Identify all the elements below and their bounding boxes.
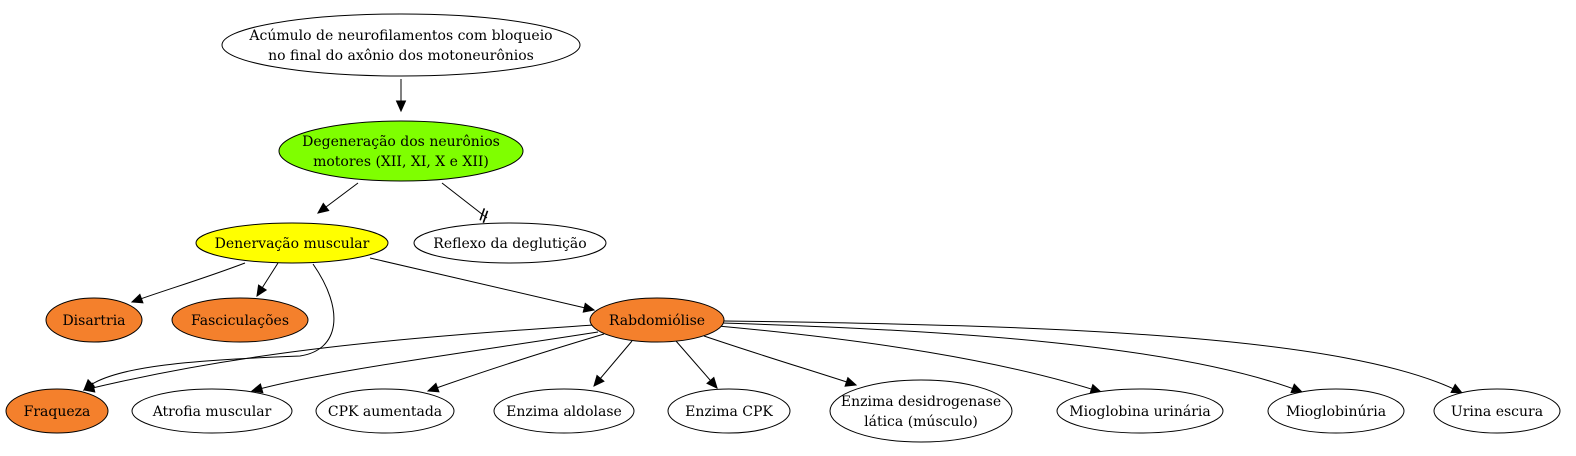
node-aldolase-ellipse: [493, 388, 635, 434]
edge-denervacao-to-rabdomiolise-arrowhead: [582, 302, 596, 313]
node-cpk-label-line-1: Enzima CPK: [685, 404, 773, 420]
node-fasciculacoes-label-line-1: Fasciculações: [191, 313, 289, 329]
node-desidrogenase-label-line-1: Enzima desidrogenase: [841, 394, 1001, 410]
node-disartria-label-line-1: Disartria: [62, 313, 125, 329]
edge-degeneracao-to-reflexo-line: [441, 182, 488, 219]
node-mioglobinuria: Mioglobinúria: [1267, 388, 1405, 434]
node-desidrogenase: Enzima desidrogenase lática (músculo): [829, 379, 1013, 443]
edge-rabdomiolise-to-mioglobinuria-line: [721, 322, 1303, 393]
node-aldolase: Enzima aldolase: [493, 388, 635, 434]
edge-rabdomiolise-to-mioglobinuria-arrowhead: [1290, 383, 1304, 394]
node-urina-escura-ellipse: [1433, 388, 1561, 434]
node-mioglobinuria-ellipse: [1267, 388, 1405, 434]
node-fraqueza: Fraqueza: [5, 388, 109, 434]
edge-rabdomiolise-to-aldolase-arrowhead: [593, 374, 605, 387]
edge-rabdomiolise-to-fraqueza-line: [83, 324, 595, 391]
node-rabdomiolise-ellipse: [589, 297, 725, 343]
edge-denervacao-to-rabdomiolise: [369, 257, 596, 313]
node-urina-escura-label-line-1: Urina escura: [1451, 404, 1543, 420]
node-cpk-ellipse: [667, 388, 791, 434]
node-atrofia-ellipse: [131, 388, 293, 434]
edge-rabdomiolise-to-urina-escura-arrowhead: [1450, 383, 1464, 394]
node-acumulo-label-line-1: Acúmulo de neurofilamentos com bloqueio: [248, 28, 552, 44]
node-acumulo-ellipse: [221, 13, 581, 77]
edge-denervacao-to-disartria-arrowhead: [130, 293, 144, 304]
edge-rabdomiolise-to-cpk-aumentada-arrowhead: [426, 382, 440, 393]
edge-rabdomiolise-to-fraqueza-arrowhead: [82, 382, 96, 393]
node-mioglobina-urinaria-label-line-1: Mioglobina urinária: [1069, 404, 1210, 420]
edge-denervacao-to-rabdomiolise-line: [369, 257, 595, 311]
node-disartria-ellipse: [45, 297, 143, 343]
node-atrofia-label-line-1: Atrofia muscular: [152, 404, 272, 420]
edge-rabdomiolise-to-mioglobina-urinaria-line: [717, 325, 1102, 393]
node-cpk-aumentada-label-line-1: CPK aumentada: [328, 404, 442, 420]
node-cpk: Enzima CPK: [667, 388, 791, 434]
node-degeneracao-label-line-1: Degeneração dos neurônios: [302, 134, 500, 150]
nodes-layer: Acúmulo de neurofilamentos com bloqueio n…: [5, 13, 1561, 443]
edge-rabdomiolise-to-atrofia-arrowhead: [250, 383, 264, 394]
edge-rabdomiolise-to-mioglobinuria: [721, 322, 1304, 394]
node-fraqueza-ellipse: [5, 388, 109, 434]
node-denervacao: Denervação muscular: [195, 222, 389, 264]
node-desidrogenase-label-line-2: lática (músculo): [864, 414, 978, 430]
node-aldolase-label-line-1: Enzima aldolase: [506, 404, 622, 420]
node-mioglobina-urinaria: Mioglobina urinária: [1056, 388, 1224, 434]
node-reflexo: Reflexo da deglutição: [413, 222, 607, 264]
edge-rabdomiolise-to-desidrogenase-arrowhead: [844, 376, 858, 387]
node-mioglobinuria-label-line-1: Mioglobinúria: [1286, 404, 1386, 420]
node-rabdomiolise-label-line-1: Rabdomiólise: [609, 313, 705, 329]
edge-degeneracao-to-reflexo-tick-1: [479, 208, 486, 221]
node-atrofia: Atrofia muscular: [131, 388, 293, 434]
edge-denervacao-to-disartria: [130, 262, 246, 304]
node-reflexo-ellipse: [413, 222, 607, 264]
edge-rabdomiolise-to-cpk-arrowhead: [706, 376, 718, 389]
edge-acumulo-to-degeneracao-arrowhead: [395, 100, 407, 113]
node-fraqueza-label-line-1: Fraqueza: [24, 404, 91, 420]
edge-denervacao-to-disartria-line: [131, 262, 246, 303]
node-desidrogenase-ellipse: [829, 379, 1013, 443]
node-degeneracao-label-line-2: motores (XII, XI, X e XII): [313, 154, 489, 170]
edge-rabdomiolise-to-cpk-aumentada-line: [427, 333, 605, 392]
edge-rabdomiolise-to-atrofia-line: [251, 331, 599, 392]
node-acumulo: Acúmulo de neurofilamentos com bloqueio n…: [221, 13, 581, 77]
edges-layer: [82, 79, 1464, 394]
edge-denervacao-to-fasciculacoes: [256, 262, 279, 298]
node-disartria: Disartria: [45, 297, 143, 343]
edge-rabdomiolise-to-aldolase: [593, 340, 633, 387]
edge-degeneracao-to-denervacao: [317, 182, 359, 214]
node-acumulo-label-line-2: no final do axônio dos motoneurônios: [268, 48, 534, 64]
node-degeneracao: Degeneração dos neurônios motores (XII, X…: [278, 120, 524, 182]
edge-degeneracao-to-denervacao-arrowhead: [317, 202, 330, 214]
node-degeneracao-ellipse: [278, 120, 524, 182]
node-denervacao-ellipse: [195, 222, 389, 264]
edge-denervacao-to-fraqueza-line: [83, 263, 335, 391]
edge-rabdomiolise-to-fraqueza: [82, 324, 595, 393]
edge-rabdomiolise-to-urina-escura-line: [723, 320, 1463, 394]
edge-denervacao-to-fasciculacoes-arrowhead: [256, 284, 268, 298]
edge-rabdomiolise-to-urina-escura: [723, 320, 1464, 394]
node-denervacao-label-line-1: Denervação muscular: [215, 236, 370, 252]
edge-degeneracao-to-reflexo-tick-2: [482, 210, 489, 224]
edge-rabdomiolise-to-desidrogenase: [703, 335, 858, 387]
edge-rabdomiolise-to-cpk: [675, 340, 718, 389]
edge-rabdomiolise-to-desidrogenase-line: [703, 335, 857, 386]
node-rabdomiolise: Rabdomiólise: [589, 297, 725, 343]
node-reflexo-label-line-1: Reflexo da deglutição: [433, 236, 586, 252]
edge-acumulo-to-degeneracao: [395, 79, 407, 113]
node-fasciculacoes: Fasciculações: [171, 297, 309, 343]
node-mioglobina-urinaria-ellipse: [1056, 388, 1224, 434]
node-fasciculacoes-ellipse: [171, 297, 309, 343]
edge-rabdomiolise-to-atrofia: [250, 331, 599, 394]
node-cpk-aumentada: CPK aumentada: [315, 388, 455, 434]
edge-degeneracao-to-reflexo: [441, 182, 489, 224]
edge-rabdomiolise-to-cpk-aumentada: [426, 333, 605, 393]
node-urina-escura: Urina escura: [1433, 388, 1561, 434]
node-cpk-aumentada-ellipse: [315, 388, 455, 434]
